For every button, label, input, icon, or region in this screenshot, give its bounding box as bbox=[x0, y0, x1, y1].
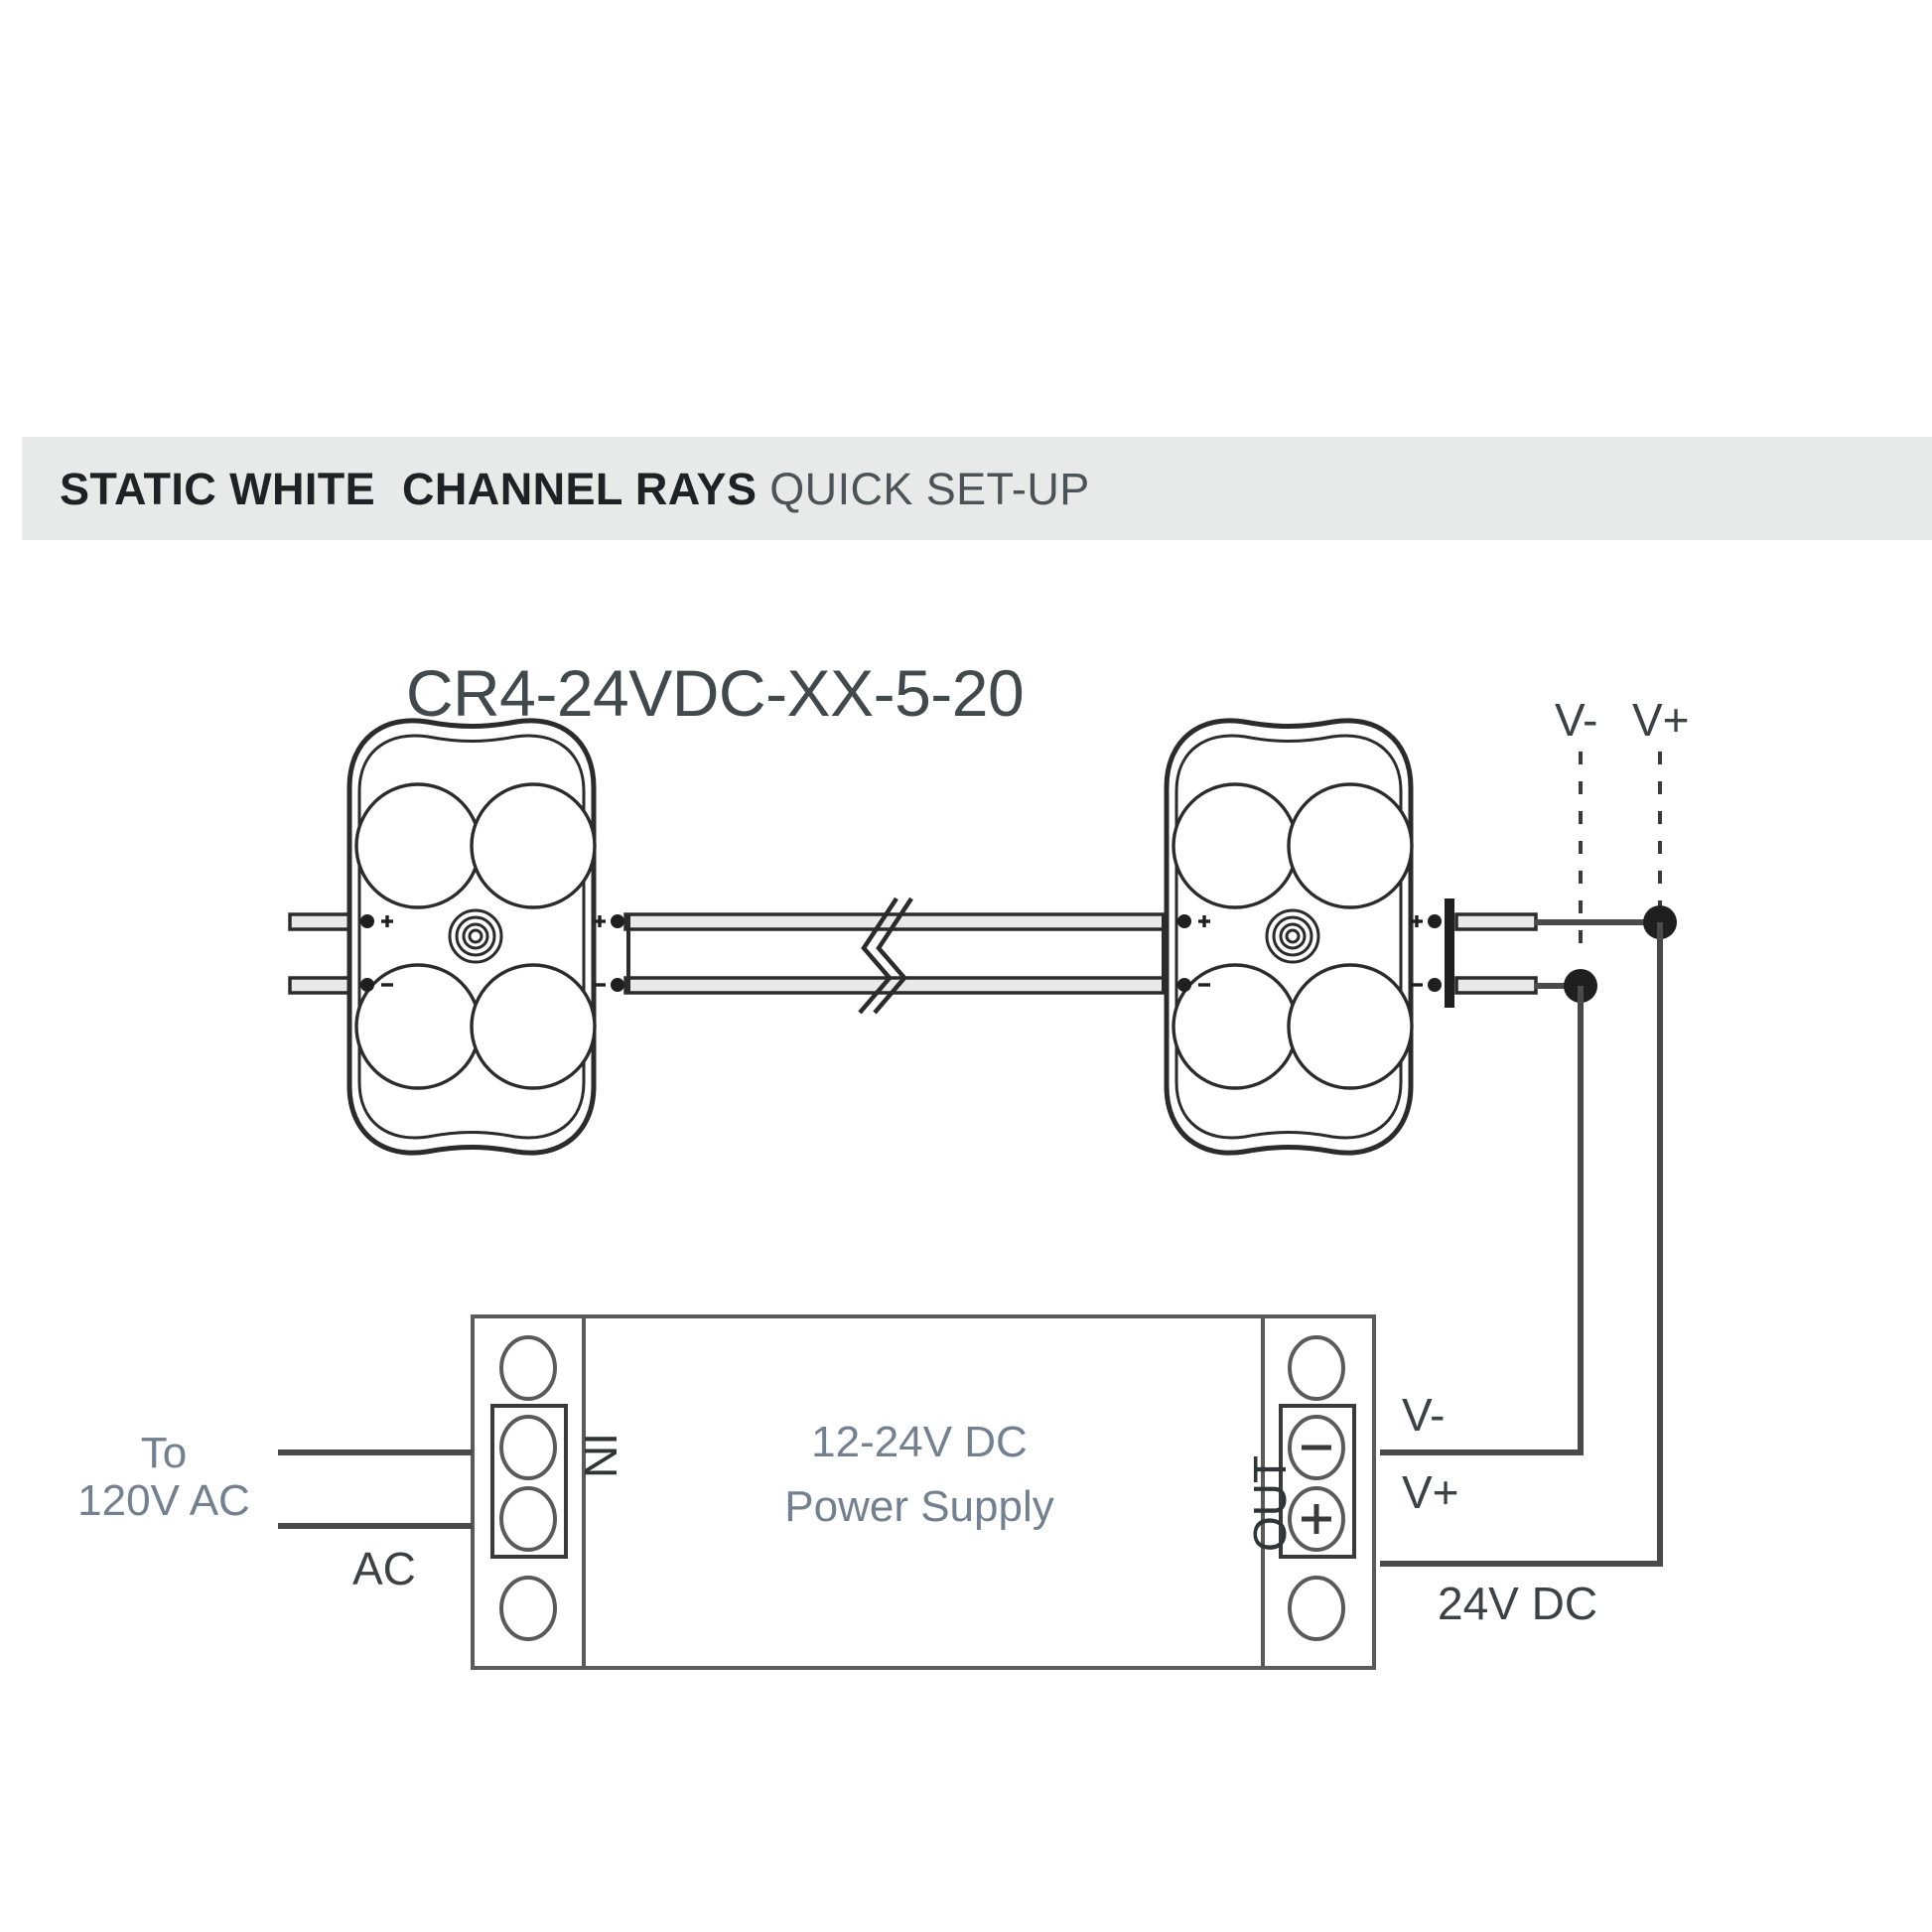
ps-output-v-plus-label: V+ bbox=[1402, 1466, 1459, 1518]
right-fixture-polarity-plus-right bbox=[1411, 915, 1423, 927]
ac-source-label-line1: To bbox=[140, 1429, 188, 1477]
left-fixture-terminal-dot-left-bottom bbox=[360, 978, 374, 992]
left-fixture-terminal-dot-left-top bbox=[360, 914, 374, 928]
left-fixture-outer-shell bbox=[346, 718, 597, 1156]
left-fixture-terminal-dot-right-bottom bbox=[611, 978, 624, 992]
left-fixture-lens-bl bbox=[354, 963, 482, 1090]
power-supply-out-label: OUT bbox=[1244, 1454, 1296, 1552]
left-fixture-terminal-dot-right-top bbox=[611, 914, 624, 928]
left-fixture-inner-shell bbox=[357, 734, 586, 1140]
right-fixture-terminal-dot-right-bottom bbox=[1428, 978, 1442, 992]
ac-source-label-line2: 120V AC bbox=[77, 1475, 250, 1525]
right-fixture-output-wire-stubs bbox=[1454, 912, 1538, 995]
ps-in-screw-4 bbox=[499, 1576, 557, 1641]
interconnect-cable bbox=[623, 897, 1169, 1015]
right-fixture-end-cap bbox=[1445, 898, 1454, 1008]
right-fixture-lens-bl bbox=[1172, 963, 1299, 1090]
right-fixture-outer-shell bbox=[1164, 718, 1414, 1156]
power-supply-label-line1: 12-24V DC bbox=[811, 1418, 1028, 1466]
right-fixture-terminal-dot-right-top bbox=[1428, 914, 1442, 928]
left-fixture-polarity-plus-left bbox=[381, 915, 393, 927]
right-fixture-terminal-dot-left-top bbox=[1177, 914, 1191, 928]
ps-out-screw-minus bbox=[1288, 1415, 1345, 1480]
power-supply-label-line2: Power Supply bbox=[784, 1482, 1054, 1532]
ps-out-screw-1 bbox=[1288, 1335, 1345, 1401]
right-fixture-lens-tl bbox=[1172, 782, 1299, 909]
page-title-suffix: QUICK SET-UP bbox=[769, 463, 1090, 514]
right-fixture-center-mount-icon bbox=[1265, 908, 1320, 964]
product-model-title: CR4-24VDC-XX-5-20 bbox=[405, 656, 1025, 730]
page-header-band: STATIC WHITE CHANNEL RAYS QUICK SET-UP bbox=[22, 437, 1932, 540]
fixture-feed-v-minus-label: V- bbox=[1555, 694, 1598, 746]
dc-voltage-label: 24V DC bbox=[1438, 1578, 1598, 1629]
page-title-product-line: STATIC WHITE bbox=[60, 463, 376, 514]
right-fixture-lens-br bbox=[1287, 963, 1414, 1090]
v-minus-drop-wire bbox=[1380, 986, 1584, 1455]
right-fixture-lens-tr bbox=[1287, 782, 1414, 909]
v-plus-junction-dot bbox=[1643, 905, 1677, 939]
left-fixture-center-mount-icon bbox=[448, 908, 503, 964]
page-title: STATIC WHITE CHANNEL RAYS QUICK SET-UP bbox=[60, 467, 1090, 511]
fixture-feed-v-plus-label: V+ bbox=[1632, 694, 1690, 746]
left-fixture-lens-tr bbox=[470, 782, 597, 909]
ps-out-screw-4 bbox=[1288, 1576, 1345, 1641]
ps-in-screw-3 bbox=[499, 1486, 557, 1552]
left-fixture-left-wire-stubs bbox=[288, 912, 359, 995]
left-fixture-lens-br bbox=[470, 963, 597, 1090]
ps-in-active-terminal-box bbox=[490, 1404, 568, 1559]
left-fixture-lens-tl bbox=[354, 782, 482, 909]
ac-label: AC bbox=[352, 1543, 416, 1594]
dc-feed-wiring bbox=[1380, 752, 1677, 1567]
ps-in-screw-1 bbox=[499, 1335, 557, 1401]
ac-input-leads bbox=[278, 1449, 473, 1529]
ps-in-screw-2 bbox=[499, 1415, 557, 1480]
v-minus-junction-dot bbox=[1564, 969, 1597, 1003]
right-fixture bbox=[1164, 718, 1538, 1156]
ps-out-plus-glyph bbox=[1302, 1504, 1331, 1534]
page-title-product-family: CHANNEL RAYS bbox=[402, 463, 758, 514]
ps-output-v-minus-label: V- bbox=[1402, 1389, 1446, 1441]
cable-break-symbol bbox=[858, 897, 913, 1015]
left-fixture-polarity-plus-right bbox=[594, 915, 606, 927]
right-fixture-terminal-dot-left-bottom bbox=[1177, 978, 1191, 992]
power-supply-in-label: IN bbox=[575, 1433, 626, 1478]
ps-out-screw-plus bbox=[1288, 1486, 1345, 1552]
right-fixture-inner-shell bbox=[1174, 734, 1403, 1140]
ac-source-label: To 120V AC bbox=[40, 1430, 288, 1524]
right-fixture-polarity-plus-left bbox=[1198, 915, 1210, 927]
power-supply-label: 12-24V DC Power Supply bbox=[671, 1418, 1168, 1532]
left-fixture bbox=[288, 718, 624, 1156]
